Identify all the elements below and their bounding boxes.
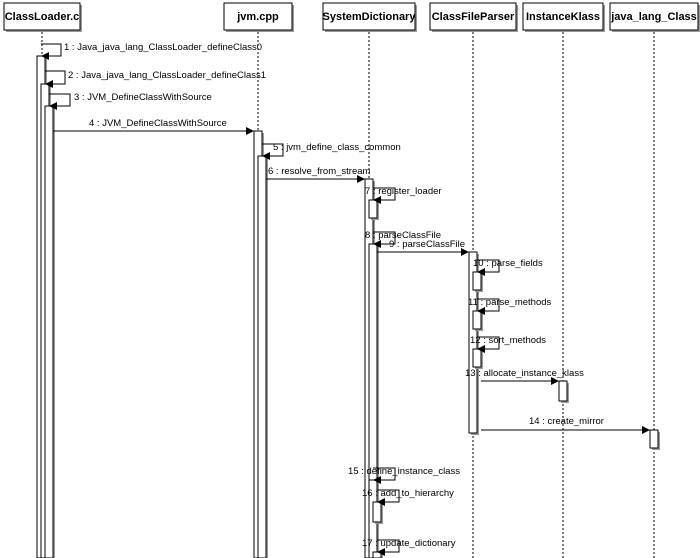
activation-bar [558, 380, 568, 402]
self-call-arrow [477, 298, 500, 315]
self-call-arrow [373, 231, 396, 248]
message-label: 4 : JVM_DefineClassWithSource [89, 118, 227, 129]
activation-bar [44, 105, 54, 558]
activation-bar [257, 155, 267, 558]
message-label: 5 : jvm_define_class_common [273, 142, 401, 153]
self-call-arrow [49, 93, 71, 110]
participant-box-classloader [3, 2, 81, 31]
participant-label-jvm: jvm.cpp [236, 11, 279, 23]
message-label: 2 : Java_java_lang_ClassLoader_defineCla… [68, 70, 266, 81]
activation-bar [472, 348, 482, 368]
participant-box-jlc [609, 2, 699, 31]
self-call-arrow [373, 467, 396, 484]
self-call-arrow [477, 336, 500, 353]
participant-box-ik [522, 2, 604, 31]
activation-bar [372, 551, 382, 558]
message-label: 3 : JVM_DefineClassWithSource [74, 92, 212, 103]
message-label: 8 : parseClassFile [365, 230, 441, 241]
participant-label-ik: InstanceKlass [526, 11, 600, 23]
message-label: 9 : parseClassFile [389, 239, 465, 250]
message-label: 16 : add_to_hierarchy [362, 488, 454, 499]
activation-bar [372, 501, 382, 523]
message-label: 6 : resolve_from_stream [268, 166, 371, 177]
activation-bar [468, 251, 478, 434]
message-label: 14 : create_mirror [529, 416, 604, 427]
activation-bar [649, 429, 659, 449]
self-call-arrow [377, 489, 400, 506]
participant-label-cfp: ClassFileParser [432, 11, 515, 23]
participant-box-sysdict [322, 2, 416, 31]
message-label: 10 : parse_fields [473, 258, 543, 269]
activation-bar [472, 310, 482, 330]
activation-bar [472, 271, 482, 291]
self-call-arrow [377, 539, 400, 556]
self-call-arrow [45, 70, 66, 88]
message-label: 17 : update_dictionary [362, 538, 456, 549]
self-call-arrow [41, 43, 62, 60]
message-label: 1 : Java_java_lang_ClassLoader_defineCla… [64, 42, 262, 53]
activation-bar [368, 199, 378, 219]
message-label: 15 : define_instance_class [348, 466, 460, 477]
participant-box-jvm [223, 2, 293, 31]
self-call-arrow [262, 143, 284, 160]
self-call-arrow [373, 187, 396, 204]
participant-label-sysdict: SystemDictionary [323, 11, 417, 23]
participant-label-classloader: ClassLoader.c [5, 11, 80, 23]
message-label: 7 : register_loader [365, 186, 442, 197]
participant-label-jlc: java_lang_Class [610, 11, 697, 23]
self-call-arrow [477, 259, 500, 276]
message-label: 12 : sort_methods [470, 335, 546, 346]
participant-box-cfp [429, 2, 517, 31]
message-label: 13 : allocate_instance_klass [465, 368, 584, 379]
message-label: 11 : parse_methods [468, 297, 552, 308]
